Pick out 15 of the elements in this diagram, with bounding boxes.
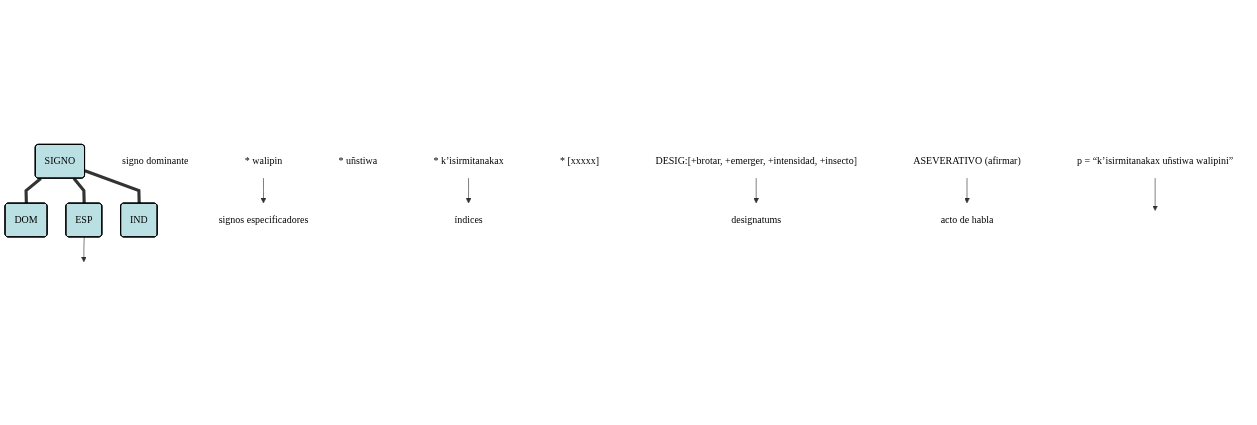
node-text: acto de habla — [940, 214, 994, 225]
connector — [84, 169, 141, 204]
node-text: * uñstiwa — [338, 155, 378, 167]
connector — [72, 177, 86, 204]
node-text: p = “k’isirmitanakax uñstiwa walipini” — [1077, 155, 1234, 167]
node-text: DESIG:[+brotar, +emerger, +intensidad, +insecto] — [655, 155, 857, 167]
node-text: * k’isirmitanakax — [433, 155, 504, 167]
node-text: * walipin — [244, 155, 283, 167]
connector — [24, 177, 42, 204]
node-text: designatums — [731, 214, 782, 225]
node-text: signo dominante — [122, 155, 189, 167]
node-text: índices — [454, 214, 483, 225]
node-text: ASEVERATIVO (afirmar) — [913, 155, 1021, 167]
node-text: * [xxxxx] — [559, 155, 600, 167]
node-text: signos especificadores — [218, 214, 309, 225]
